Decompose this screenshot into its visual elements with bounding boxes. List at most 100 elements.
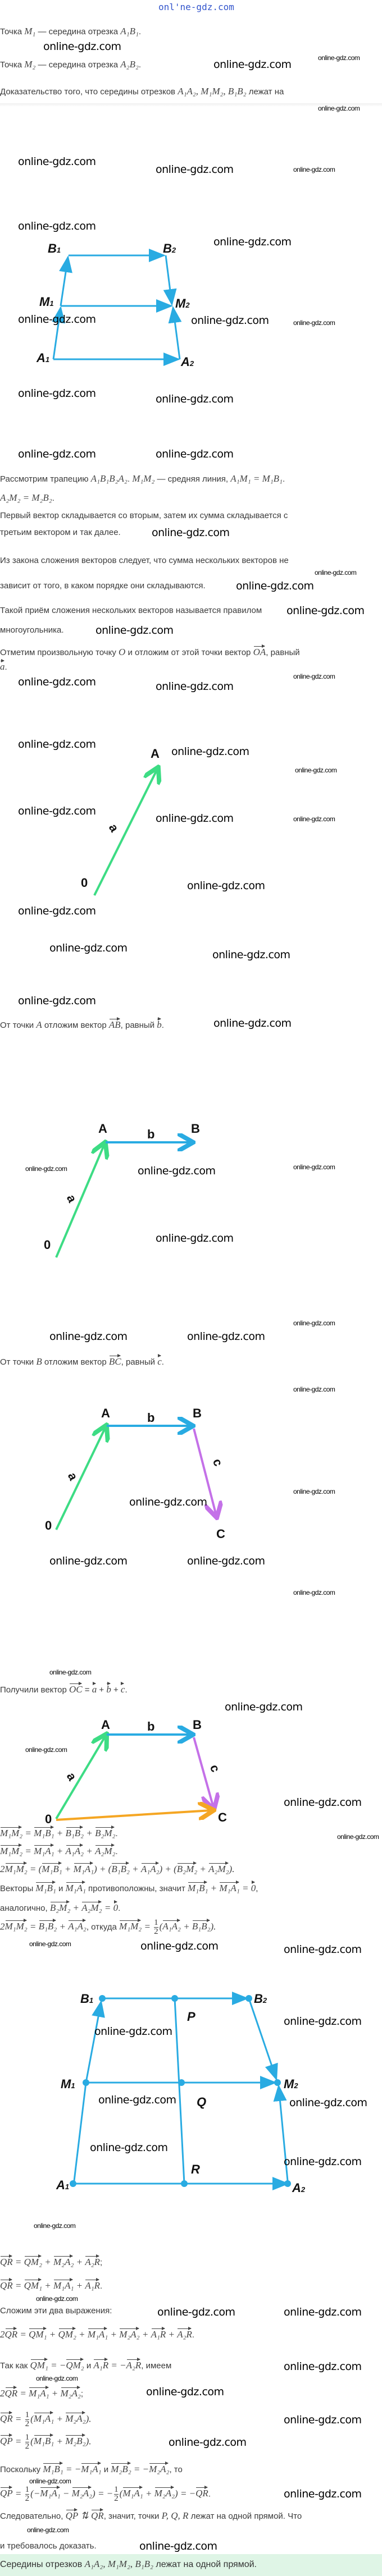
text-segment: , имеем <box>141 2361 172 2371</box>
text-segment: . <box>115 1829 118 1838</box>
trapezoid-pqr-figure: B1 B2 M1 M2 A1 A2 P Q R <box>56 1992 306 2195</box>
math-expression: A₁A₂, M₁M₂, B₁B₂ <box>178 86 247 97</box>
math-expression: O <box>119 647 126 657</box>
math-expression: + <box>70 1902 82 1913</box>
watermark: online-gdz.com <box>25 1746 67 1754</box>
text-segment: многоугольника. <box>0 625 64 635</box>
text-segment: Векторы <box>0 1884 36 1893</box>
label-a-point: A <box>98 1122 107 1136</box>
fraction-denominator: 2 <box>25 2494 30 2503</box>
math-expression: B <box>36 1356 42 1367</box>
vector-expression: A₂M₂ <box>208 1861 229 1874</box>
watermark: online-gdz.com <box>29 2477 71 2485</box>
vector-expression: c <box>157 1354 162 1367</box>
text-segment: От точки <box>0 1357 37 1367</box>
math-expression: A₁B₁B₂A₂ <box>90 473 128 484</box>
segment-m1a1 <box>73 2082 87 2181</box>
equation-line: QR = QM₂ + M₂A₂ + A₂R; <box>0 2254 102 2269</box>
text-segment: . <box>192 2330 195 2340</box>
watermark: online-gdz.com <box>43 40 121 53</box>
watermark: online-gdz.com <box>318 54 360 62</box>
text-segment: , равный <box>120 1021 157 1030</box>
text-line: Отметим произвольную точку O и отложим о… <box>0 644 300 659</box>
text-segment: , равный <box>266 648 300 657</box>
watermark: online-gdz.com <box>187 880 265 892</box>
math-expression: + <box>197 1864 209 1874</box>
vector-expression: QP <box>0 2486 13 2499</box>
equation-line: 2QR = M₁A₁ + M₂A₂; <box>0 2386 83 2400</box>
label-m1: M1 <box>39 295 54 309</box>
math-expression: = <box>12 2257 24 2267</box>
text-segment: + <box>97 1685 107 1695</box>
equation-line: M₁M₂ = M₁B₁ + B₁B₂ + B₂M₂. <box>0 1825 118 1840</box>
label-b-point: B <box>193 1406 202 1420</box>
vector-expression: A₁A₂ <box>141 1861 160 1874</box>
watermark: online-gdz.com <box>284 2488 362 2500</box>
watermark: online-gdz.com <box>156 393 234 405</box>
vector-expression: M₂A₂ <box>53 2254 74 2267</box>
label-q: Q <box>197 2095 206 2109</box>
label-vector-b: b <box>147 1411 154 1425</box>
watermark: online-gdz.com <box>284 2015 362 2028</box>
vector-expression: M₁A₁ <box>66 1880 86 1893</box>
vector-a <box>55 1144 104 1258</box>
watermark: online-gdz.com <box>18 805 96 817</box>
segment-a2m2 <box>168 306 182 360</box>
math-expression: A₁M₁ = M₁B₁ <box>230 473 283 484</box>
label-m2: M2 <box>284 2077 298 2091</box>
vector-expression: A₂R <box>85 2254 100 2267</box>
label-c-point: C <box>218 1810 227 1824</box>
fraction-denominator: 2 <box>25 2419 30 2428</box>
text-segment: Такой приём сложения нескольких векторов… <box>0 606 262 615</box>
vector-expression: BC <box>109 1354 121 1367</box>
math-expression: = ( <box>27 1864 42 1874</box>
watermark: online-gdz.com <box>286 605 365 617</box>
watermark: online-gdz.com <box>187 1330 265 1343</box>
watermark: online-gdz.com <box>295 766 337 774</box>
math-expression: + <box>180 1921 192 1932</box>
text-segment: = <box>82 1685 92 1695</box>
vector-expression: QR <box>5 2386 17 2399</box>
label-a2: A2 <box>180 355 194 369</box>
segment-a2m2 <box>273 2084 289 2181</box>
text-line: A₂M₂ = M₂B₂. <box>0 492 54 505</box>
vector-expression: M₂A₂ <box>149 2461 169 2474</box>
fraction-denominator: 2 <box>154 1927 158 1936</box>
text-line: многоугольника. <box>0 624 64 637</box>
math-expression: + <box>54 2413 66 2424</box>
vector-expression: A₂M₂ <box>81 1900 102 1913</box>
watermark: online-gdz.com <box>284 2360 362 2373</box>
text-segment: и <box>101 2465 111 2474</box>
watermark: online-gdz.com <box>18 738 96 751</box>
text-segment: лежат на одной прямой. Что <box>188 2511 302 2521</box>
text-segment: Точка <box>0 27 25 36</box>
math-expression: ). <box>210 1921 216 1932</box>
vector-expression: M₂A₂ <box>61 2386 81 2399</box>
vector-expression: M₁B₁ <box>35 1880 56 1893</box>
vector-expression: M₂A₂ <box>65 2411 86 2424</box>
text-segment: аналогично, <box>0 1904 50 1913</box>
label-vector-c: c <box>210 1457 226 1468</box>
watermark: online-gdz.com <box>293 1385 335 1393</box>
equation-line: аналогично, B₂M₂ + A₂M₂ = 0. <box>0 1900 120 1915</box>
watermark: online-gdz.com <box>156 1232 234 1244</box>
vector-expression: M₁A₁ <box>122 2486 143 2499</box>
text-segment: , равный <box>121 1357 158 1367</box>
watermark: online-gdz.com <box>318 104 360 112</box>
math-expression: + <box>62 1864 74 1874</box>
label-m1: M1 <box>61 2077 75 2091</box>
text-segment: От точки <box>0 1021 37 1030</box>
label-vector-b: b <box>147 1127 154 1141</box>
text-segment: , <box>256 1884 258 1893</box>
vector-expression: M₁A₁ <box>40 2486 61 2499</box>
math-expression: + <box>74 2257 85 2267</box>
vector-expression: A₁R <box>93 2358 108 2371</box>
watermark: online-gdz.com <box>293 1488 335 1495</box>
vector-expression: 0 <box>113 1900 118 1913</box>
vector-expression: A₁A₂ <box>68 1919 87 1932</box>
fraction-denominator: 2 <box>114 2494 119 2503</box>
vector-expression: B₁B₂ <box>111 1861 130 1874</box>
equation-line: QR = QM₁ + M₁A₁ + A₁R. <box>0 2278 102 2293</box>
